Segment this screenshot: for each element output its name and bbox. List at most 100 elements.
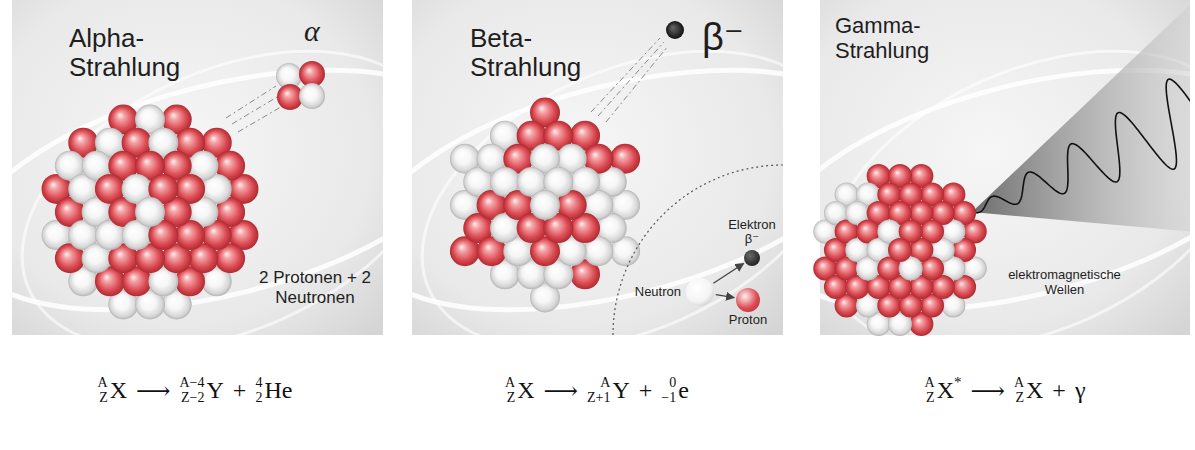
equation-operator: ⟶ — [970, 377, 1004, 405]
decay-equation: AZX⟶A−4Z−2Y+42He — [98, 376, 293, 405]
proton-ball: Proton — [736, 288, 760, 312]
atomic-number: −1 — [661, 391, 676, 406]
beta-trail — [591, 38, 668, 122]
text-holder: α — [304, 14, 320, 49]
atomic-number: Z−2 — [181, 391, 204, 406]
nuclide-indices: AZ+1 — [587, 376, 610, 405]
electron-ball — [666, 21, 684, 39]
swoosh — [820, 0, 1190, 335]
text-holder: Gamma-Strahlung — [835, 14, 945, 63]
neutron-ball — [530, 190, 560, 220]
equation-part: ⟶ — [127, 377, 179, 405]
equation-operator: + — [639, 377, 653, 404]
particle-label: Neutron — [635, 285, 681, 300]
mass-number: A — [925, 376, 935, 391]
panel-heading: Gamma-Strahlung — [835, 14, 945, 63]
particle-symbol: γ — [1075, 377, 1086, 404]
proton-ball — [888, 238, 912, 262]
text-holder: 2 Protonen + 2 Neutronen — [259, 268, 371, 307]
mass-number: 4 — [255, 376, 262, 391]
nucleus — [450, 98, 640, 313]
swoosh-group — [12, 0, 383, 335]
equation-part: + — [1043, 377, 1075, 404]
nuclide-indices: AZ — [505, 376, 515, 405]
nuclide-indices: 0−1 — [661, 376, 676, 405]
equation-part: γ — [1075, 377, 1086, 404]
gamma-beam — [972, 0, 1190, 232]
text-holder: Neutron — [635, 285, 681, 300]
beam-cone — [972, 0, 1190, 232]
equation-part: + — [224, 377, 256, 404]
swoosh-group — [412, 0, 783, 335]
atomic-number: Z — [1015, 391, 1024, 406]
particle-symbol: β⁻ — [702, 16, 744, 60]
equation-part: 0−1e — [661, 376, 689, 405]
text-holder: Proton — [729, 313, 767, 328]
wave-note: elektromagnetische Wellen — [1002, 268, 1127, 298]
mass-number: A — [600, 376, 610, 391]
equation-part: AZX — [1014, 376, 1043, 405]
element-symbol: X — [1026, 377, 1043, 404]
equation-operator: + — [233, 377, 247, 404]
trail-line — [591, 38, 660, 112]
mass-number: A — [98, 376, 108, 391]
alpha-particle — [276, 61, 325, 110]
equation-part: ⟶ — [961, 377, 1013, 405]
swoosh-group — [820, 0, 1190, 335]
mass-number: A−4 — [179, 376, 204, 391]
nucleus — [42, 105, 259, 320]
alpha-trail — [226, 86, 286, 132]
nuclide-indices: AZ — [925, 376, 935, 405]
wave-line — [972, 79, 1190, 213]
element-symbol: Y — [207, 377, 224, 404]
equation-part: AZX* — [925, 376, 962, 405]
equation-part: AZ+1Y — [587, 376, 630, 405]
atomic-number: Z — [926, 391, 935, 406]
mass-number: A — [1014, 376, 1024, 391]
equation-part: ⟶ — [535, 377, 587, 405]
decay-arrow — [713, 263, 743, 283]
equation-part: 42He — [255, 376, 292, 405]
atomic-number: Z+1 — [587, 391, 610, 406]
element-symbol: X — [110, 377, 127, 404]
particle-label: Elektron β⁻ — [726, 218, 778, 247]
mass-number: 0 — [669, 376, 676, 391]
panel-ground — [12, 0, 383, 335]
panel-heading: Beta-Strahlung — [470, 24, 600, 82]
panel-heading: Alpha-Strahlung — [69, 24, 199, 82]
text-holder: Beta-Strahlung — [470, 24, 600, 82]
element-symbol: X — [937, 377, 954, 404]
element-symbol: e — [678, 377, 689, 404]
neutron-ball — [299, 83, 325, 109]
nucleus — [813, 164, 987, 336]
atomic-number: Z — [507, 391, 516, 406]
panel-ground — [412, 0, 783, 335]
text-holder: elektromagnetische Wellen — [1002, 268, 1127, 298]
element-symbol: He — [264, 377, 292, 404]
nuclide-indices: 42 — [255, 376, 262, 405]
decay-equation: AZX*⟶AZX+γ — [925, 376, 1086, 405]
trail-line — [226, 86, 276, 118]
decay-equation: AZX⟶AZ+1Y+0−1e — [505, 376, 689, 405]
swoosh — [12, 0, 383, 335]
decay-arrow — [716, 295, 734, 298]
atomic-number: 2 — [255, 391, 262, 406]
radiation-panel: Gamma-Strahlung — [820, 0, 1190, 335]
nuclide-indices: AZ — [1014, 376, 1024, 405]
neutron-ball: Neutron — [686, 278, 714, 306]
text-holder: β⁻ — [702, 16, 744, 60]
electron-ball: Elektron β⁻ — [744, 250, 760, 266]
text-holder: Elektron β⁻ — [726, 218, 778, 247]
mass-number: A — [505, 376, 515, 391]
inset-arc — [613, 165, 783, 335]
particle-symbol: α — [304, 14, 320, 49]
particle-label: Proton — [729, 313, 767, 328]
equation-operator: ⟶ — [136, 377, 170, 405]
element-symbol: Y — [612, 377, 629, 404]
trail-line — [606, 46, 668, 122]
equation-part: A−4Z−2Y — [179, 376, 223, 405]
neutron-ball — [135, 197, 165, 227]
text-holder: Alpha-Strahlung — [69, 24, 199, 82]
excited-mark: * — [954, 374, 962, 391]
